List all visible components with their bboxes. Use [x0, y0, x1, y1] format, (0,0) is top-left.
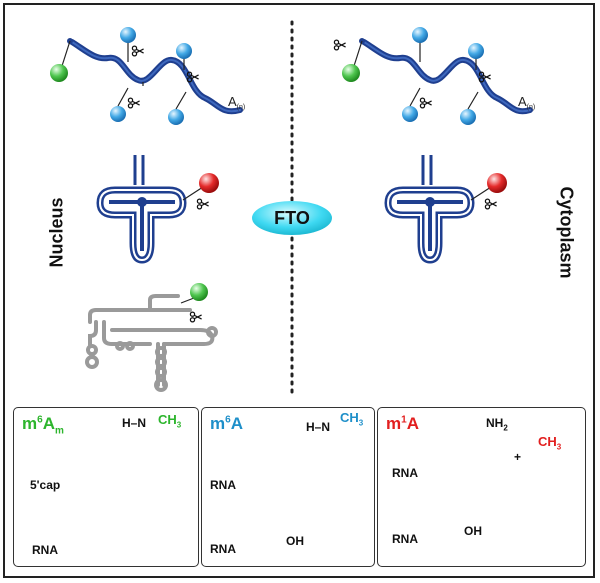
m6am-green-ball — [342, 64, 360, 82]
nucleus-snrna — [85, 294, 218, 392]
panel-title-m1a: m1A — [386, 414, 419, 433]
methyl-blue-ball — [412, 27, 428, 43]
nucleus-label: Nucleus — [46, 197, 67, 268]
m6a-rna-top: RNA — [210, 478, 236, 492]
cytoplasm-mrna — [333, 27, 533, 125]
m1a-nh2: NH2 — [486, 416, 508, 433]
methyl-blue-ball — [176, 43, 192, 59]
m6a-oh: OH — [286, 534, 304, 548]
panel-title-m6a: m6A — [210, 414, 243, 433]
m6am-green-ball — [50, 64, 68, 82]
fto-enzyme-shape — [252, 201, 332, 235]
nucleus-mrna — [50, 27, 243, 125]
m6am-n-h: H–N — [122, 416, 147, 430]
m1a-rna-top: RNA — [392, 466, 418, 480]
polya-tail-left: A(n) — [228, 94, 245, 111]
m6am-cap: 5'cap — [30, 478, 61, 492]
cytoplasm-trna — [384, 155, 507, 264]
panel-title-m6am: m6Am — [22, 414, 64, 437]
methyl-blue-ball — [110, 106, 126, 122]
cytoplasm-label: Cytoplasm — [556, 186, 577, 279]
m6a-rna: RNA — [210, 542, 236, 556]
m1a-rna: RNA — [392, 532, 418, 546]
fto-enzyme: FTO — [250, 200, 334, 236]
m1a-red-ball — [199, 173, 219, 193]
m1a-oh: OH — [464, 524, 482, 538]
m6a-methyl: CH3 — [340, 410, 364, 428]
m1a-methyl: CH3 — [538, 434, 562, 452]
methyl-blue-ball — [468, 43, 484, 59]
m1a-plus: + — [514, 450, 522, 464]
methyl-blue-ball — [120, 27, 136, 43]
polya-tail-right: A(n) — [518, 94, 535, 111]
methyl-blue-ball — [460, 109, 476, 125]
methyl-blue-ball — [168, 109, 184, 125]
m6am-green-ball — [190, 283, 208, 301]
panel-m6am: m6Am H–N CH3 5'cap RNA — [13, 407, 199, 567]
m6a-n-h: H–N — [306, 420, 331, 434]
panel-m1a: m1A NH2 + CH3 RNA RNA OH — [377, 407, 586, 567]
fto-label: FTO — [274, 207, 310, 228]
methyl-blue-ball — [402, 106, 418, 122]
m6am-methyl: CH3 — [158, 412, 182, 430]
panel-m6a: m6A H–N CH3 RNA RNA OH — [201, 407, 375, 567]
m6am-rna: RNA — [32, 543, 58, 557]
nucleus-trna — [96, 155, 219, 264]
m1a-red-ball — [487, 173, 507, 193]
